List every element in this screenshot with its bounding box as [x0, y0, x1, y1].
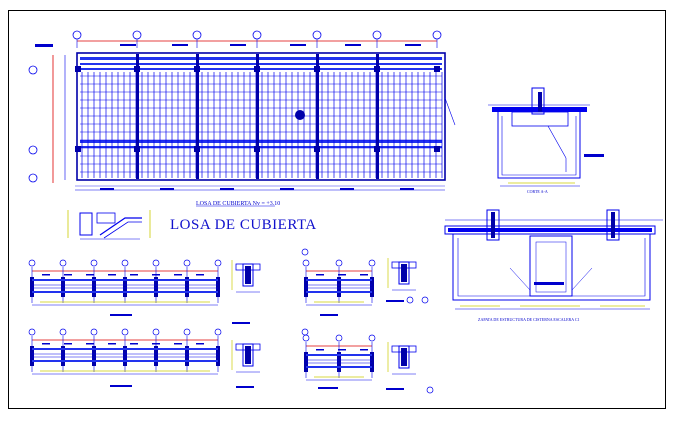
- section-caption-2: ZAPATA DE ESTRUCTURA DE CISTERNA ESCALER…: [478, 317, 580, 322]
- plan-caption: LOSA DE CUBIERTA Nv = +3.10: [196, 201, 280, 207]
- grid-axis-bubbles-left: [28, 65, 38, 183]
- section-detail-1: CORTE A-A: [488, 87, 604, 194]
- stair-detail: [67, 210, 151, 240]
- drawing-title: LOSA DE CUBIERTA: [170, 217, 317, 233]
- beam-elevations: [28, 248, 434, 394]
- roof-slab-plan: [28, 30, 456, 207]
- section-detail-2: ZAPATA DE ESTRUCTURA DE CISTERNA ESCALER…: [444, 209, 663, 322]
- section-caption-1: CORTE A-A: [527, 189, 548, 194]
- drawing-border: [8, 10, 666, 409]
